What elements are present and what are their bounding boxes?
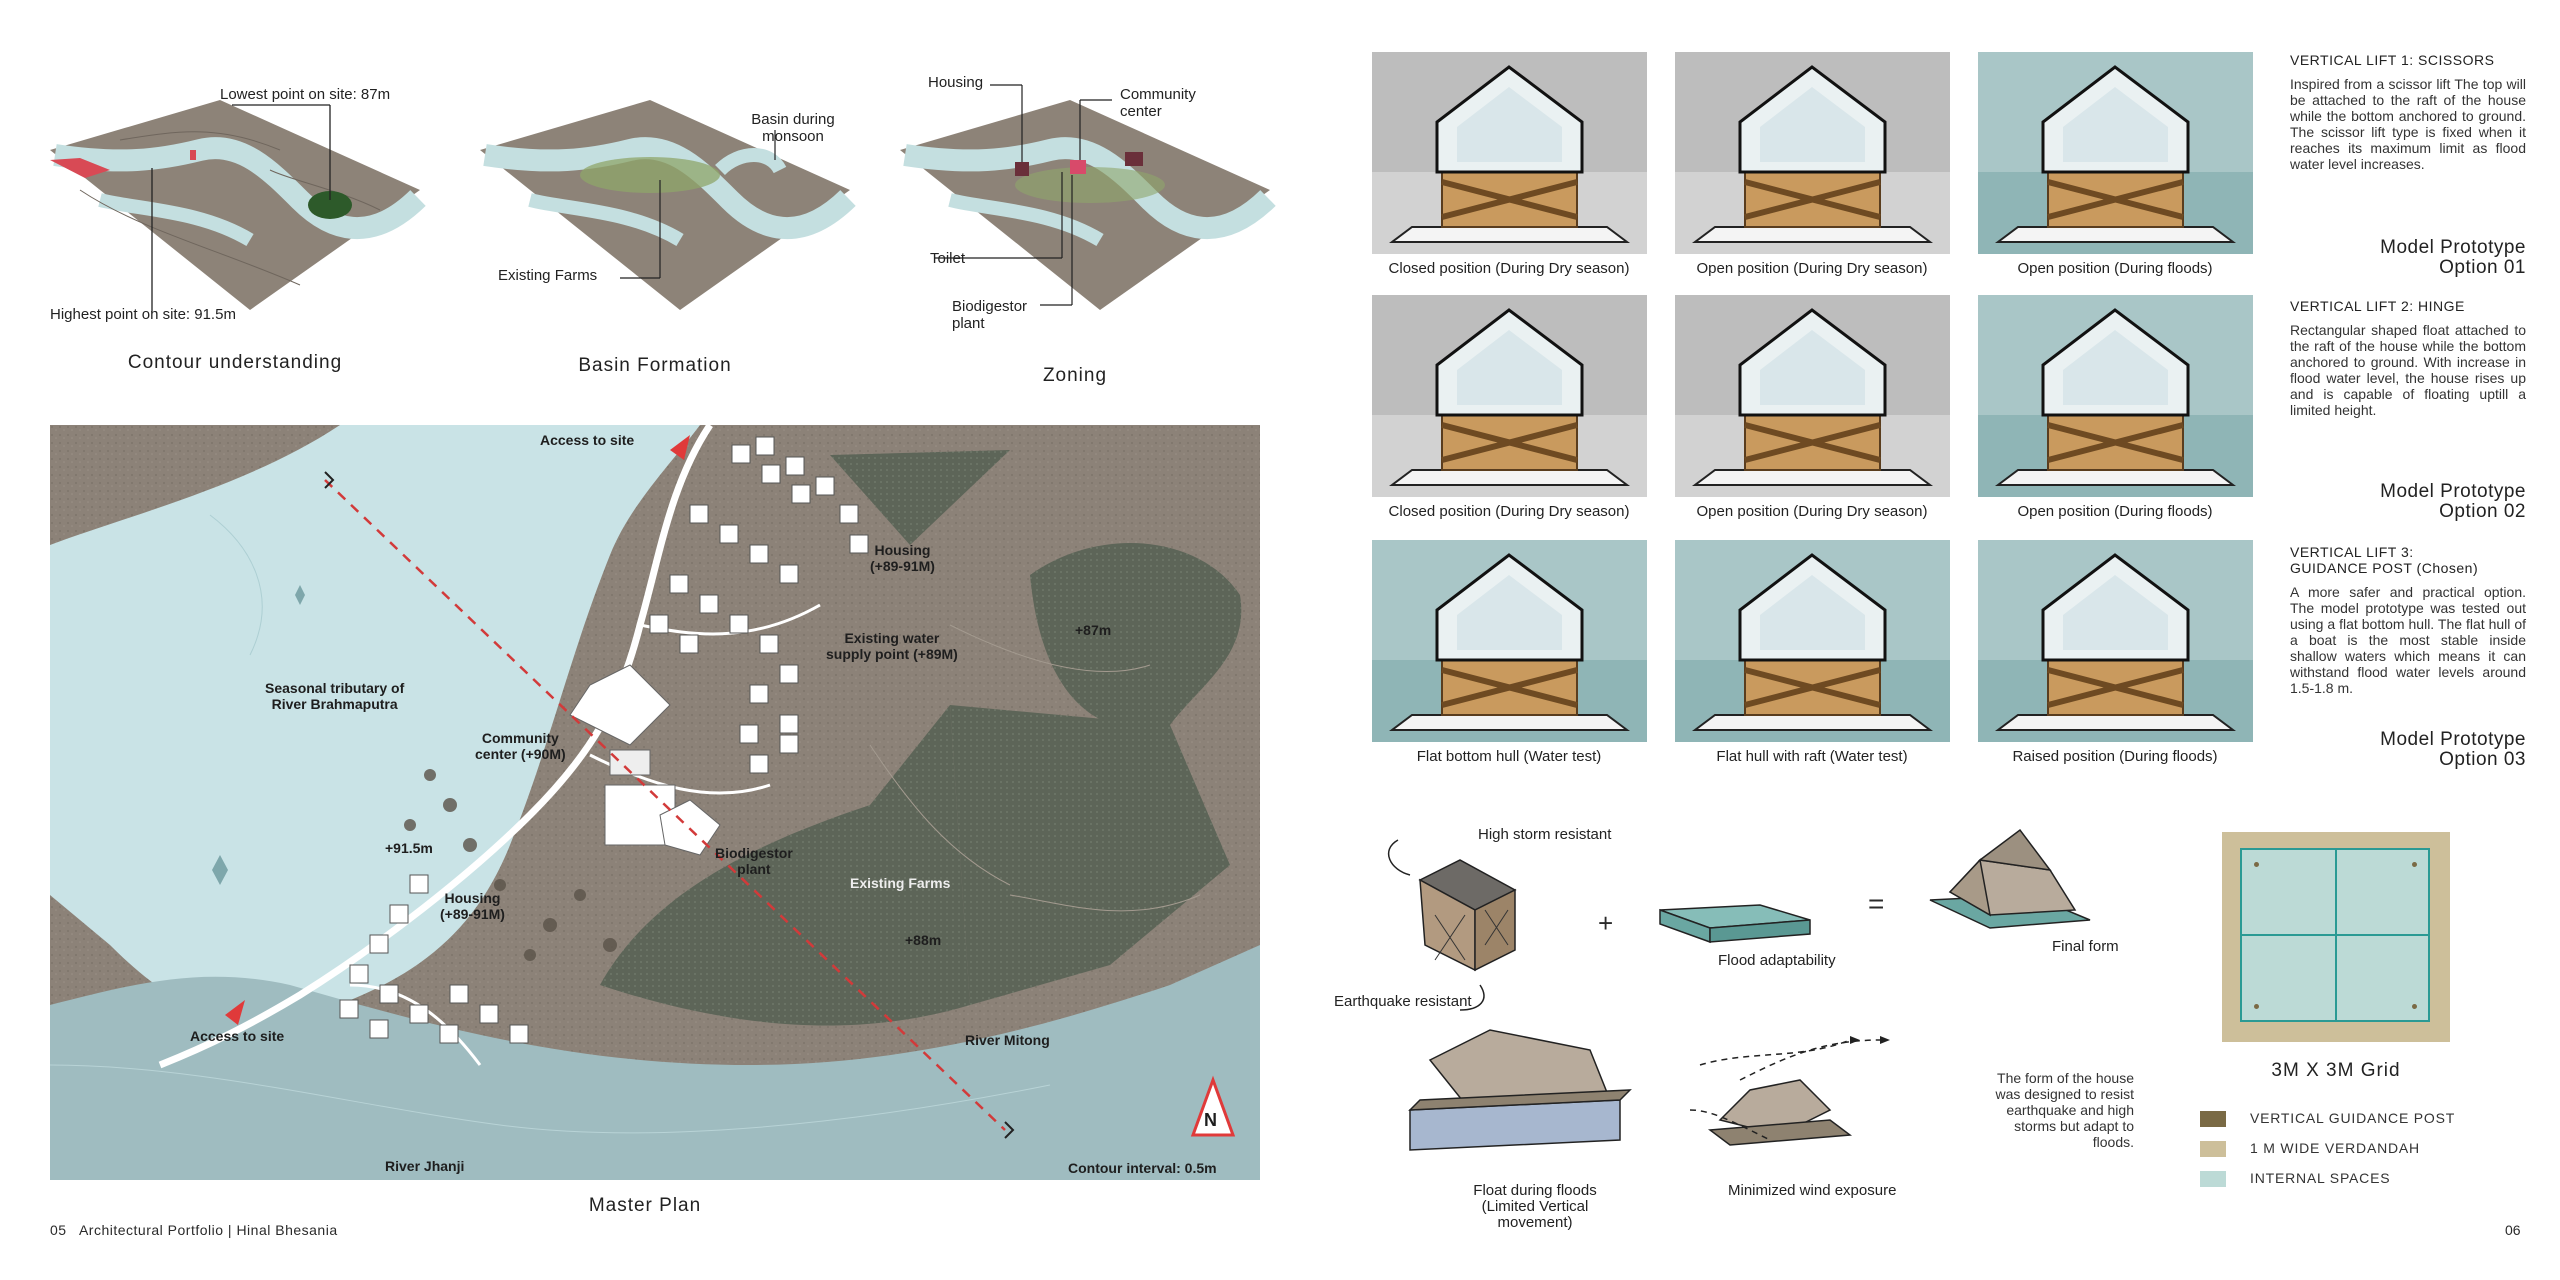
legend-label: VERTICAL GUIDANCE POST <box>2250 1110 2456 1126</box>
map-label-water-supply: Existing water supply point (+89M) <box>826 630 958 662</box>
legend-swatch <box>2200 1141 2226 1158</box>
photo-caption: Open position (During floods) <box>2017 260 2213 277</box>
legend-item: VERTICAL GUIDANCE POST <box>2200 1110 2456 1128</box>
map-label-housing-east: Housing (+89-91M) <box>870 542 935 574</box>
prototype-photo <box>1978 295 2253 497</box>
label-existing-farms-diagram: Existing Farms <box>498 267 598 284</box>
map-label-level-91-5: +91.5m <box>385 840 433 856</box>
option-3-title: VERTICAL LIFT 3: GUIDANCE POST (Chosen) <box>2290 544 2479 576</box>
label-community-zone: Community center <box>1120 86 1196 120</box>
label-housing-zone: Housing <box>928 74 984 91</box>
caption-zoning: Zoning <box>1042 365 1108 386</box>
map-label-access-top: Access to site <box>540 432 635 448</box>
master-plan-map <box>50 425 1260 1180</box>
prototype-photo <box>1978 52 2253 254</box>
label-biodigestor-zone: Biodigestor plant <box>952 298 1028 332</box>
map-label-level-88: +88m <box>905 932 942 948</box>
map-label-biodigestor: Biodigestor plant <box>715 845 793 877</box>
form-note: The form of the house was designed to re… <box>1995 1070 2134 1150</box>
form-diagrams <box>1387 828 2091 1151</box>
photo-caption: Closed position (During Dry season) <box>1388 503 1630 520</box>
legend-item: INTERNAL SPACES <box>2200 1170 2391 1188</box>
prototype-photo <box>1978 540 2253 742</box>
map-label-community-center: Community center (+90M) <box>475 730 566 762</box>
prototype-photo <box>1675 295 1950 497</box>
map-label-contour-interval: Contour interval: 0.5m <box>1068 1160 1217 1176</box>
map-label-river-mitong: River Mitong <box>965 1032 1050 1048</box>
caption-contour-understanding: Contour understanding <box>127 352 343 373</box>
label-toilet-zone: Toilet <box>930 250 966 267</box>
legend-item: 1 M WIDE VERDANDAH <box>2200 1140 2420 1158</box>
map-label-existing-farms: Existing Farms <box>850 875 951 891</box>
prototype-photo <box>1675 52 1950 254</box>
footer-page-number: 06 <box>2505 1222 2521 1238</box>
footer-left: 05 Architectural Portfolio | Hinal Bhesa… <box>50 1222 338 1238</box>
map-label-river-jhanji: River Jhanji <box>385 1158 465 1174</box>
photo-caption: Raised position (During floods) <box>2012 748 2218 765</box>
legend-swatch <box>2200 1171 2226 1188</box>
map-label-access-bottom: Access to site <box>190 1028 285 1044</box>
option-2-title: VERTICAL LIFT 2: HINGE <box>2290 298 2465 314</box>
zoning-diagram <box>900 84 1276 310</box>
plus-sign: + <box>1598 908 1614 938</box>
label-float-floods: Float during floods (Limited Vertical mo… <box>1473 1182 1597 1231</box>
option-2-label: Model Prototype Option 02 <box>2380 481 2526 522</box>
label-earthquake: Earthquake resistant <box>1334 993 1472 1010</box>
contour-diagram <box>50 100 426 312</box>
photo-caption: Open position (During floods) <box>2017 503 2213 520</box>
map-label-housing-west: Housing (+89-91M) <box>440 890 505 922</box>
photo-caption: Open position (During Dry season) <box>1696 260 1928 277</box>
label-final-form: Final form <box>2052 938 2119 955</box>
basin-diagram <box>480 100 856 310</box>
label-highest-point: Highest point on site: 91.5m <box>50 306 236 323</box>
legend-label: INTERNAL SPACES <box>2250 1170 2391 1186</box>
caption-master-plan: Master Plan <box>588 1195 702 1216</box>
label-flood-adaptability: Flood adaptability <box>1718 952 1836 969</box>
option-3-label: Model Prototype Option 03 <box>2380 729 2526 770</box>
prototype-photo <box>1372 295 1647 497</box>
label-basin-monsoon: Basin during monsoon <box>751 111 835 145</box>
equals-sign: = <box>1868 888 1885 919</box>
prototype-photo <box>1372 52 1647 254</box>
option-3-text: A more safer and practical option. The m… <box>2290 584 2526 696</box>
option-1-text: Inspired from a scissor lift The top wil… <box>2290 76 2526 172</box>
photo-caption: Open position (During Dry season) <box>1696 503 1928 520</box>
prototype-photo <box>1675 540 1950 742</box>
legend-swatch <box>2200 1111 2226 1128</box>
label-wind-exposure: Minimized wind exposure <box>1728 1182 1897 1199</box>
photo-caption: Flat bottom hull (Water test) <box>1416 748 1602 765</box>
map-label-tributary: Seasonal tributary of River Brahmaputra <box>265 680 405 712</box>
option-1-title: VERTICAL LIFT 1: SCISSORS <box>2290 52 2495 68</box>
grid-plan <box>2222 832 2450 1042</box>
caption-grid: 3M X 3M Grid <box>2271 1060 2401 1081</box>
option-2-text: Rectangular shaped float attached to the… <box>2290 322 2526 418</box>
prototype-photo <box>1372 540 1647 742</box>
caption-basin-formation: Basin Formation <box>578 355 732 376</box>
option-1-label: Model Prototype Option 01 <box>2380 237 2526 278</box>
photo-caption: Closed position (During Dry season) <box>1388 260 1630 277</box>
legend-label: 1 M WIDE VERDANDAH <box>2250 1140 2420 1156</box>
north-arrow: N <box>1204 1110 1217 1130</box>
photo-caption: Flat hull with raft (Water test) <box>1716 748 1908 765</box>
map-label-level-87: +87m <box>1075 622 1112 638</box>
label-lowest-point: Lowest point on site: 87m <box>220 86 391 103</box>
label-high-storm: High storm resistant <box>1478 826 1612 843</box>
